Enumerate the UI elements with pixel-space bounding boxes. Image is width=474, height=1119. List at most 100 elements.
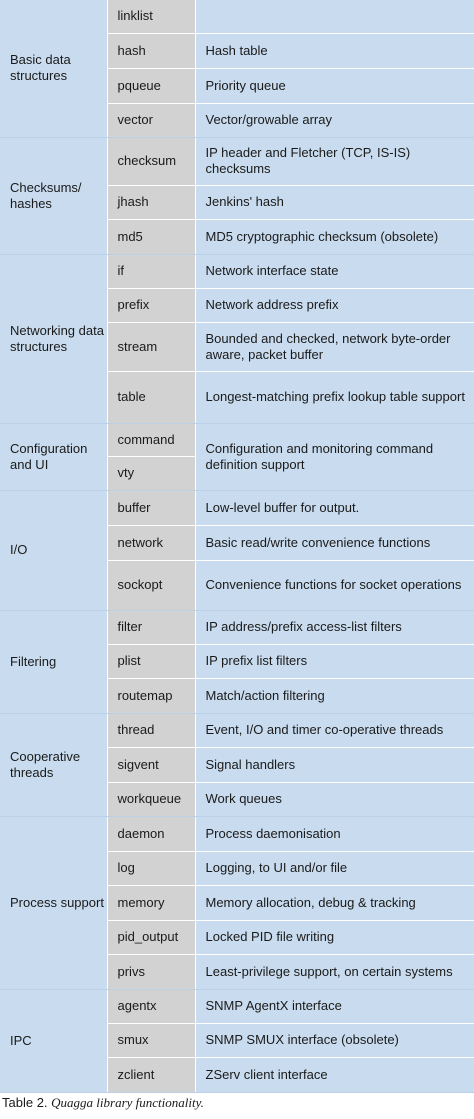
description-cell: Logging, to UI and/or file — [195, 851, 474, 886]
description-cell: Hash table — [195, 33, 474, 69]
description-cell: Convenience functions for socket operati… — [195, 560, 474, 611]
description-cell: IP address/prefix access-list filters — [195, 610, 474, 645]
library-name-cell: checksum — [107, 137, 196, 186]
library-name-cell: if — [107, 254, 196, 289]
category-cell: I/O — [0, 490, 108, 611]
library-name-cell: command — [107, 423, 196, 457]
library-name-cell: log — [107, 851, 196, 886]
library-name-cell: smux — [107, 1023, 196, 1058]
description-cell: ZServ client interface — [195, 1057, 474, 1093]
description-cell: Priority queue — [195, 68, 474, 104]
library-name-cell: thread — [107, 713, 196, 748]
category-cell: IPC — [0, 989, 108, 1093]
library-name-cell: sockopt — [107, 560, 196, 611]
library-name-cell: linklist — [107, 0, 196, 34]
category-cell: Checksums/ hashes — [0, 137, 108, 255]
description-cell: SNMP AgentX interface — [195, 989, 474, 1024]
library-name-cell: pqueue — [107, 68, 196, 104]
description-cell: Bounded and checked, network byte-order … — [195, 322, 474, 372]
description-cell: Low-level buffer for output. — [195, 490, 474, 526]
library-name-cell: buffer — [107, 490, 196, 526]
library-name-cell: workqueue — [107, 782, 196, 817]
caption-prefix: Table 2. — [2, 1094, 48, 1110]
category-cell: Networking data structures — [0, 254, 108, 424]
description-cell: Vector/growable array — [195, 103, 474, 138]
description-cell: Locked PID file writing — [195, 920, 474, 955]
description-cell: SNMP SMUX interface (obsolete) — [195, 1023, 474, 1058]
library-name-cell: hash — [107, 33, 196, 69]
description-cell: Basic read/write convenience functions — [195, 525, 474, 561]
description-cell: Match/action filtering — [195, 678, 474, 714]
library-name-cell: agentx — [107, 989, 196, 1024]
category-cell: Configuration and UI — [0, 423, 108, 491]
library-name-cell: vty — [107, 456, 196, 491]
description-cell: Work queues — [195, 782, 474, 817]
table-row: vty — [0, 456, 474, 491]
description-cell: IP prefix list filters — [195, 644, 474, 679]
library-name-cell: filter — [107, 610, 196, 645]
category-cell: Process support — [0, 816, 108, 990]
category-cell: Filtering — [0, 610, 108, 714]
description-cell: Longest-matching prefix lookup table sup… — [195, 371, 474, 424]
library-name-cell: routemap — [107, 678, 196, 714]
library-name-cell: daemon — [107, 816, 196, 852]
description-cell: Jenkins' hash — [195, 185, 474, 220]
description-cell: Network interface state — [195, 254, 474, 289]
description-cell: Least-privilege support, on certain syst… — [195, 954, 474, 990]
description-cell: MD5 cryptographic checksum (obsolete) — [195, 219, 474, 255]
library-name-cell: md5 — [107, 219, 196, 255]
description-cell: Network address prefix — [195, 288, 474, 323]
category-cell: Basic data structures — [0, 0, 108, 138]
library-name-cell: jhash — [107, 185, 196, 220]
description-cell: IP header and Fletcher (TCP, IS-IS) chec… — [195, 137, 474, 186]
description-cell: Event, I/O and timer co-operative thread… — [195, 713, 474, 748]
caption-title: Quagga library functionality. — [51, 1094, 204, 1110]
description-cell — [195, 0, 474, 34]
library-name-cell: prefix — [107, 288, 196, 323]
table-caption: Table 2. Quagga library functionality. — [0, 1093, 474, 1111]
library-name-cell: plist — [107, 644, 196, 679]
library-name-cell: stream — [107, 322, 196, 372]
description-cell: Configuration and monitoring command def… — [195, 423, 474, 491]
library-name-cell: pid_output — [107, 920, 196, 955]
library-name-cell: memory — [107, 885, 196, 921]
description-cell: Process daemonisation — [195, 816, 474, 852]
category-cell: Cooperative threads — [0, 713, 108, 817]
library-name-cell: vector — [107, 103, 196, 138]
library-name-cell: network — [107, 525, 196, 561]
description-cell: Signal handlers — [195, 747, 474, 783]
library-name-cell: sigvent — [107, 747, 196, 783]
library-name-cell: table — [107, 371, 196, 424]
